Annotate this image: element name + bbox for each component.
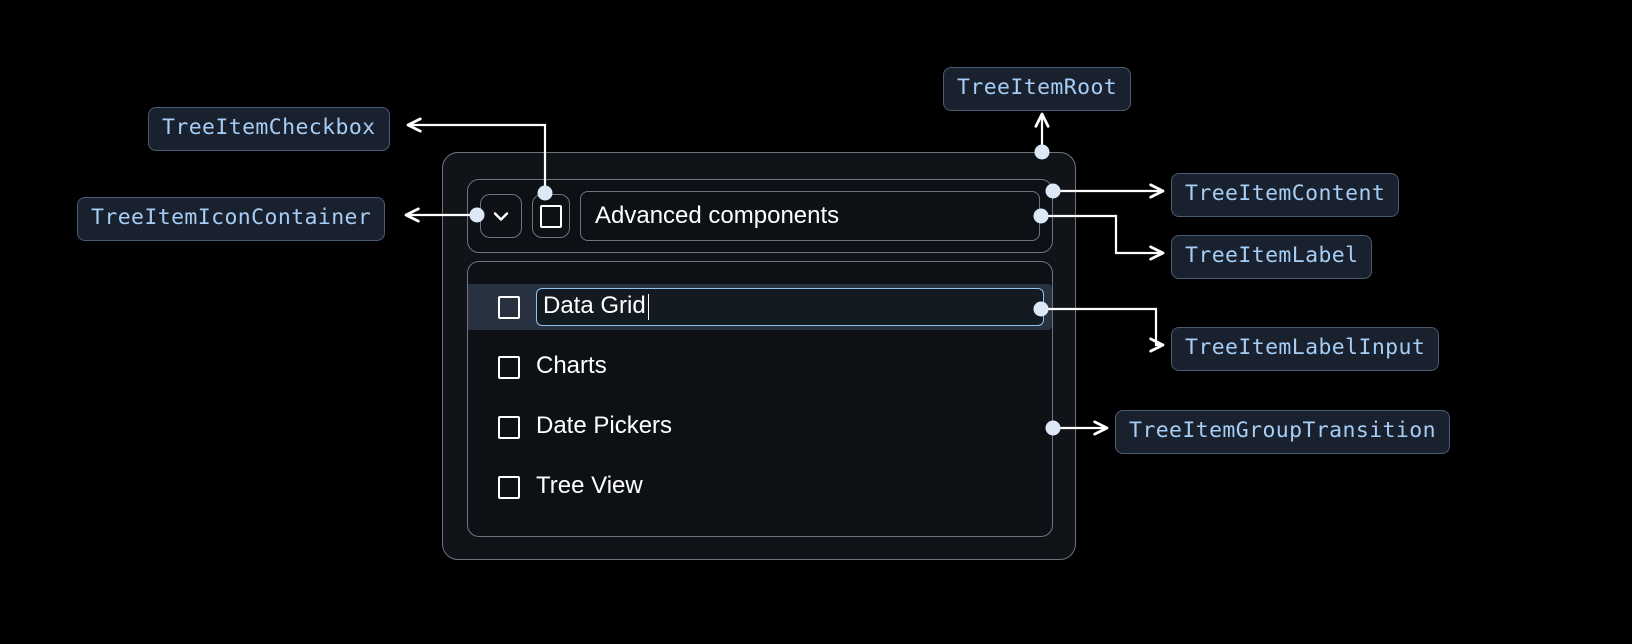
annotation-label: TreeItemCheckbox bbox=[162, 115, 376, 140]
tree-item-label-text: Advanced components bbox=[595, 202, 840, 229]
annotation-tree-item-label-input: TreeItemLabelInput bbox=[1171, 327, 1440, 371]
tree-item-label-text: Charts bbox=[536, 352, 607, 379]
tree-item-row-charts[interactable]: Charts bbox=[468, 344, 1052, 390]
text-caret bbox=[647, 294, 650, 320]
annotation-tree-item-label: TreeItemLabel bbox=[1171, 235, 1373, 279]
annotation-label: TreeItemLabelInput bbox=[1185, 335, 1426, 360]
tree-item-checkbox[interactable] bbox=[532, 194, 570, 238]
checkbox-unchecked-icon[interactable] bbox=[498, 355, 520, 379]
tree-item-row-date-pickers[interactable]: Date Pickers bbox=[468, 404, 1052, 450]
annotation-tree-item-root: TreeItemRoot bbox=[943, 67, 1132, 111]
tree-item-root[interactable]: Advanced components Data Grid Charts Dat… bbox=[442, 152, 1076, 560]
tree-item-row-data-grid[interactable]: Data Grid bbox=[468, 284, 1052, 330]
tree-item-label-input[interactable]: Data Grid bbox=[536, 288, 1044, 326]
tree-item-label[interactable]: Advanced components bbox=[580, 191, 1040, 241]
checkbox-unchecked-icon bbox=[540, 204, 562, 228]
checkbox-unchecked-icon[interactable] bbox=[498, 415, 520, 439]
annotation-tree-item-icon-container: TreeItemIconContainer bbox=[77, 197, 386, 241]
annotation-label: TreeItemGroupTransition bbox=[1129, 418, 1436, 443]
annotation-label: TreeItemContent bbox=[1185, 181, 1386, 206]
tree-item-label-text: Tree View bbox=[536, 472, 643, 499]
tree-item-label-text: Date Pickers bbox=[536, 412, 673, 439]
annotation-tree-item-group-transition: TreeItemGroupTransition bbox=[1115, 410, 1450, 454]
annotation-tree-item-content: TreeItemContent bbox=[1171, 173, 1400, 217]
checkbox-unchecked-icon[interactable] bbox=[498, 475, 520, 499]
tree-item-content[interactable]: Advanced components bbox=[467, 179, 1053, 253]
tree-item-group-transition: Data Grid Charts Date Pickers Tree View bbox=[467, 261, 1053, 537]
annotation-label: TreeItemRoot bbox=[957, 75, 1118, 100]
annotation-label: TreeItemIconContainer bbox=[91, 205, 372, 230]
annotation-tree-item-checkbox: TreeItemCheckbox bbox=[148, 107, 390, 151]
checkbox-unchecked-icon[interactable] bbox=[498, 295, 520, 319]
tree-item-label-input-value: Data Grid bbox=[543, 292, 646, 319]
chevron-down-icon bbox=[493, 212, 509, 221]
tree-item-row-tree-view[interactable]: Tree View bbox=[468, 464, 1052, 510]
tree-item-icon-container[interactable] bbox=[480, 194, 522, 238]
annotation-label: TreeItemLabel bbox=[1185, 243, 1359, 268]
